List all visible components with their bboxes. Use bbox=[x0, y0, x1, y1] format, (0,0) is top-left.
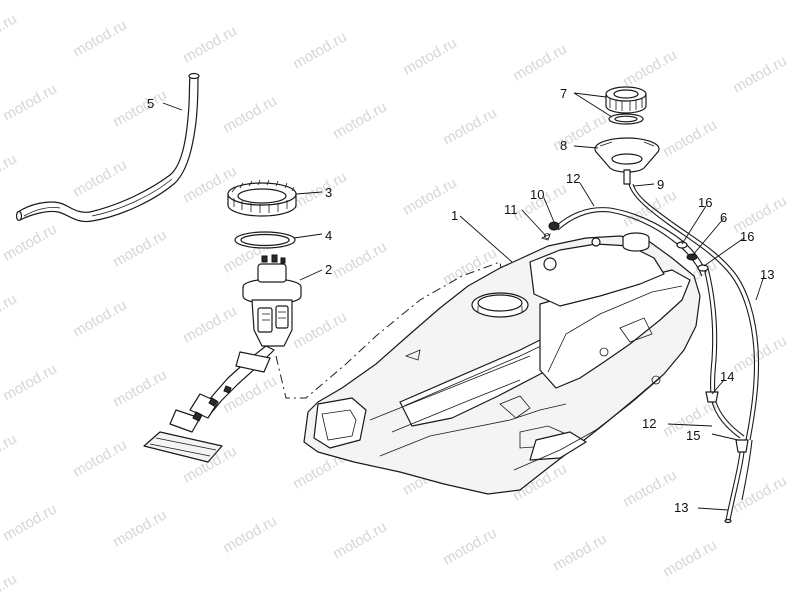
callout-labels: 5 3 4 2 1 7 8 9 10 11 12 16 6 16 13 14 1… bbox=[147, 86, 774, 515]
callout-13b: 13 bbox=[674, 500, 688, 515]
part-7-filler-cap bbox=[605, 86, 647, 125]
callout-10: 10 bbox=[530, 187, 544, 202]
callout-2: 2 bbox=[325, 262, 332, 277]
leader-lines bbox=[162, 92, 765, 511]
callout-13a: 13 bbox=[760, 267, 774, 282]
callout-7: 7 bbox=[560, 86, 567, 101]
assembly-dash-line bbox=[275, 261, 505, 399]
callout-1: 1 bbox=[451, 208, 458, 223]
callout-8: 8 bbox=[560, 138, 567, 153]
part-2-fuel-pump bbox=[143, 254, 302, 463]
callout-14: 14 bbox=[720, 369, 734, 384]
callout-3: 3 bbox=[325, 185, 332, 200]
part-3-lock-ring bbox=[227, 179, 297, 217]
callout-6: 6 bbox=[720, 210, 727, 225]
part-5-fuel-hose bbox=[15, 72, 200, 223]
part-1-fuel-tank bbox=[303, 232, 701, 495]
callout-12a: 12 bbox=[566, 171, 580, 186]
part-8-filler-neck bbox=[594, 137, 660, 185]
part-4-gasket bbox=[234, 231, 296, 249]
callout-15: 15 bbox=[686, 428, 700, 443]
callout-9: 9 bbox=[657, 177, 664, 192]
callout-16b: 16 bbox=[740, 229, 754, 244]
callout-16a: 16 bbox=[698, 195, 712, 210]
parts-10-11 bbox=[540, 221, 560, 241]
callout-11: 11 bbox=[504, 202, 518, 217]
clips-6-16 bbox=[676, 241, 709, 272]
callout-4: 4 bbox=[325, 228, 332, 243]
callout-12b: 12 bbox=[642, 416, 656, 431]
callout-5: 5 bbox=[147, 96, 154, 111]
